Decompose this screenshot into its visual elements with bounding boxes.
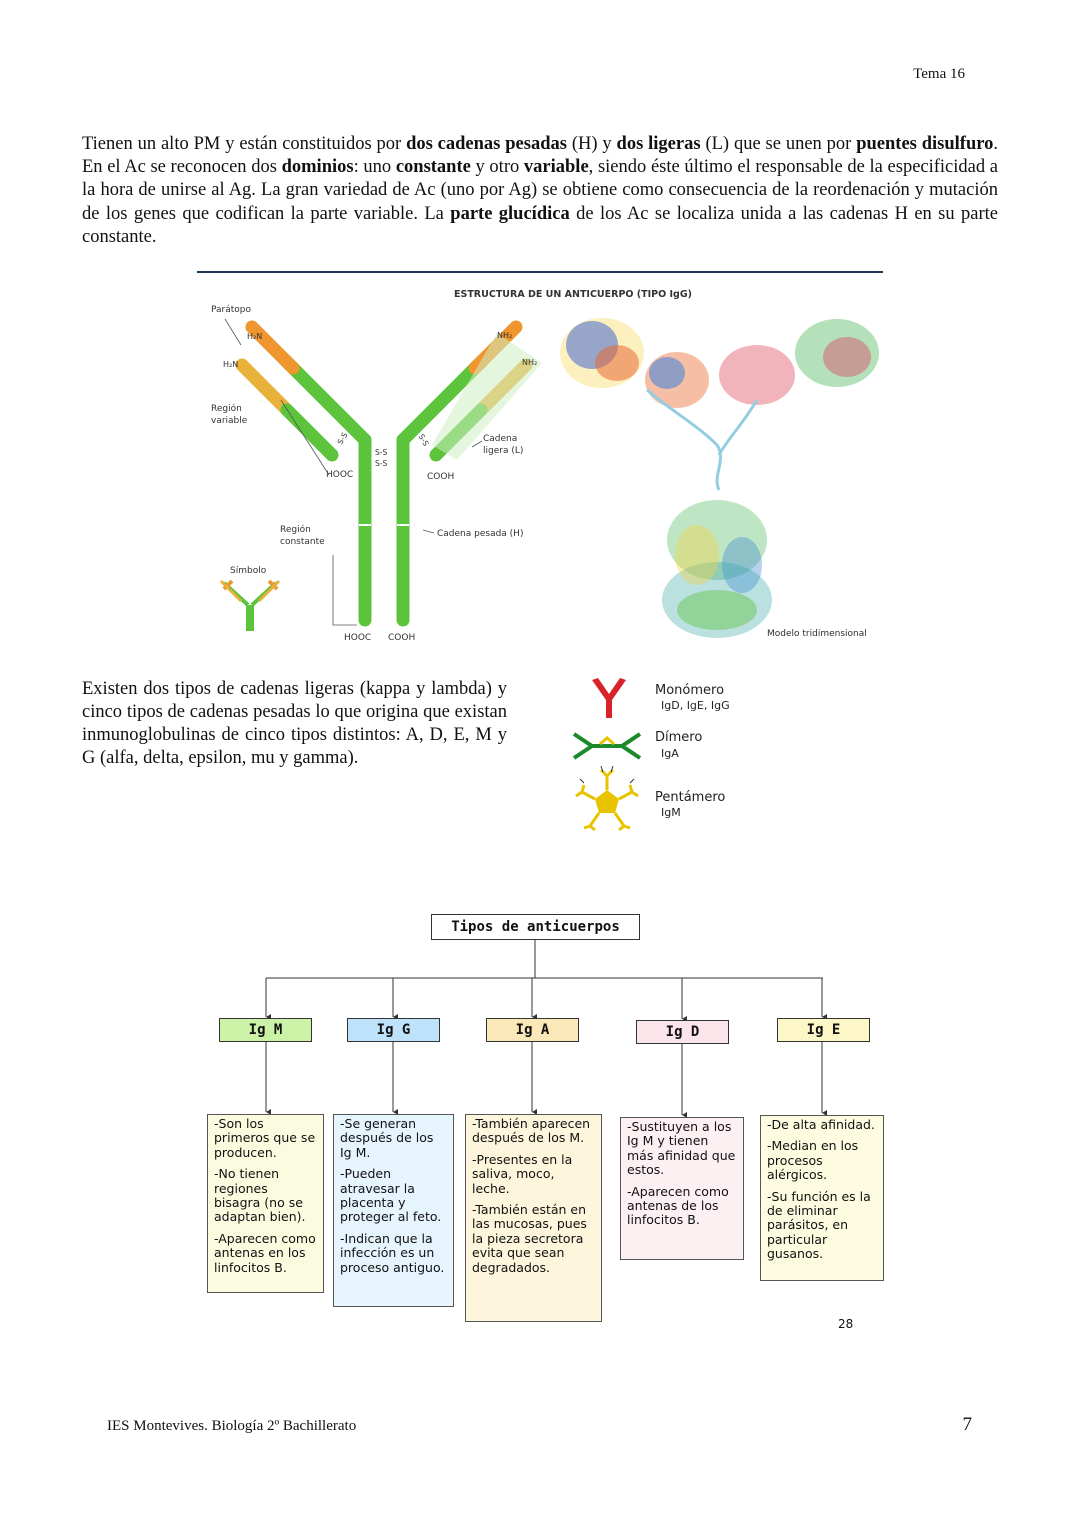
light-chain-label-1: Cadena: [483, 434, 517, 444]
intro-run-1: dos cadenas pesadas: [406, 134, 567, 154]
tree-title: Tipos de anticuerpos: [431, 914, 640, 940]
intro-run-10: y otro: [470, 157, 524, 178]
dimer-icon: [572, 732, 642, 760]
source-page-number: 28: [838, 1317, 854, 1331]
ige-header: Ig E: [777, 1018, 870, 1042]
igm-point-2: -No tienen regiones bisagra (no se adapt…: [214, 1166, 306, 1225]
igm-point-1: -Son los primeros que se producen.: [214, 1116, 316, 1160]
intro-run-2: (H) y: [566, 134, 617, 154]
antibody-schematic: [235, 320, 542, 627]
legend-monomer-label: Monómero: [655, 683, 725, 698]
constant-region-label-1: Región: [280, 524, 311, 535]
light-chain-label-2: ligera (L): [483, 446, 523, 456]
antibody-symbol-icon: [219, 579, 281, 631]
disulfide-label-3: S-S: [375, 459, 387, 468]
symbol-label: Símbolo: [230, 566, 267, 576]
antibody-structure-figure: ESTRUCTURA DE UN ANTICUERPO (TIPO IgG) P…: [197, 275, 887, 653]
intro-run-7: dominios: [281, 157, 354, 178]
intro-run-13: parte glucídica: [450, 203, 570, 224]
iga-point-2: -Presentes en la saliva, moco, leche.: [472, 1151, 573, 1196]
ige-point-2: -Median en los procesos alérgicos.: [767, 1138, 859, 1183]
topic-header: Tema 16: [913, 66, 965, 82]
legend-pentamer-sub: IgM: [661, 806, 681, 819]
legend-dimer-sub: IgA: [661, 747, 679, 760]
intro-run-4: (L) que se unen por: [700, 134, 857, 154]
figure-top-rule: [197, 271, 883, 273]
figure-title: ESTRUCTURA DE UN ANTICUERPO (TIPO IgG): [454, 289, 692, 300]
three-dimensional-model: Modelo tridimensional: [560, 318, 879, 639]
cooh-label-bottom: COOH: [388, 633, 415, 643]
intro-run-0: Tienen un alto PM y están constituidos p…: [82, 134, 407, 154]
nh2-label-right: NH₂: [522, 358, 537, 367]
footer-page-number: 7: [962, 1414, 973, 1435]
legend-dimer-label: Dímero: [655, 730, 703, 745]
variable-region-label-2: variable: [211, 416, 248, 426]
igg-description: -Se generan después de los Ig M. -Pueden…: [333, 1114, 454, 1307]
hooc-label-bottom: HOOC: [344, 633, 371, 643]
legend-pentamer-label: Pentámero: [655, 790, 726, 805]
igg-point-2: -Pueden atravesar la placenta y proteger…: [340, 1166, 442, 1225]
constant-region-label-2: constante: [280, 537, 325, 547]
igg-header: Ig G: [347, 1018, 440, 1042]
intro-run-5: puentes disulfuro: [856, 134, 994, 154]
hooc-label-mid: HOOC: [326, 470, 353, 480]
iga-point-3: -También están en las mucosas, pues la p…: [472, 1202, 587, 1275]
intro-run-3: dos ligeras: [616, 134, 701, 154]
model-3d-label: Modelo tridimensional: [767, 629, 867, 639]
types-paragraph: Existen dos tipos de cadenas ligeras (ka…: [82, 679, 507, 768]
footer-school: IES Montevives. Biología 2º Bachillerato: [107, 1418, 357, 1434]
igm-point-3: -Aparecen como antenas en los linfocitos…: [214, 1230, 316, 1275]
intro-run-11: variable: [523, 157, 589, 178]
intro-run-6: . En el Ac se reconocen dos: [82, 134, 998, 178]
igd-point-2: -Aparecen como antenas de los linfocitos…: [627, 1183, 729, 1228]
igd-description: -Sustituyen a los Ig M y tienen más afin…: [620, 1117, 744, 1260]
cooh-label-mid: COOH: [427, 472, 454, 482]
variable-region-label-1: Región: [211, 403, 242, 414]
heavy-chain-label: Cadena pesada (H): [437, 529, 523, 539]
legend-monomer-sub: IgD, IgE, IgG: [661, 699, 730, 712]
ige-point-1: -De alta afinidad.: [767, 1117, 875, 1132]
intro-run-9: constante: [395, 157, 471, 178]
h2n-label-left: H₂N: [223, 360, 238, 369]
igg-point-1: -Se generan después de los Ig M.: [340, 1116, 434, 1160]
paratope-label: Parátopo: [211, 305, 252, 315]
iga-point-1: -También aparecen después de los M.: [472, 1116, 591, 1146]
ige-description: -De alta afinidad. -Median en los proces…: [760, 1115, 884, 1281]
igm-header: Ig M: [219, 1018, 312, 1042]
monomer-icon: [592, 678, 626, 718]
intro-run-14: de los Ac se localiza unida a las cadena…: [82, 203, 998, 247]
ige-point-3: -Su función es la de eliminar parásitos,…: [767, 1188, 871, 1262]
disulfide-label-2: S-S: [375, 448, 387, 457]
pentamer-icon: [575, 765, 639, 832]
igd-header: Ig D: [636, 1020, 729, 1044]
structure-legend: [572, 678, 642, 832]
nh2-label-top: NH₂: [497, 331, 512, 340]
igg-point-3: -Indican que la infección es un proceso …: [340, 1230, 445, 1275]
intro-run-12: , siendo éste último el responsable de l…: [82, 157, 999, 224]
h2n-label-top: H₂N: [247, 332, 262, 341]
intro-run-8: : uno: [353, 157, 396, 178]
iga-description: -También aparecen después de los M. -Pre…: [465, 1114, 602, 1322]
igm-description: -Son los primeros que se producen. -No t…: [207, 1114, 324, 1293]
iga-header: Ig A: [486, 1018, 579, 1042]
intro-paragraph: Tienen un alto PM y están constituidos p…: [82, 133, 998, 249]
igd-point-1: -Sustituyen a los Ig M y tienen más afin…: [627, 1119, 736, 1178]
